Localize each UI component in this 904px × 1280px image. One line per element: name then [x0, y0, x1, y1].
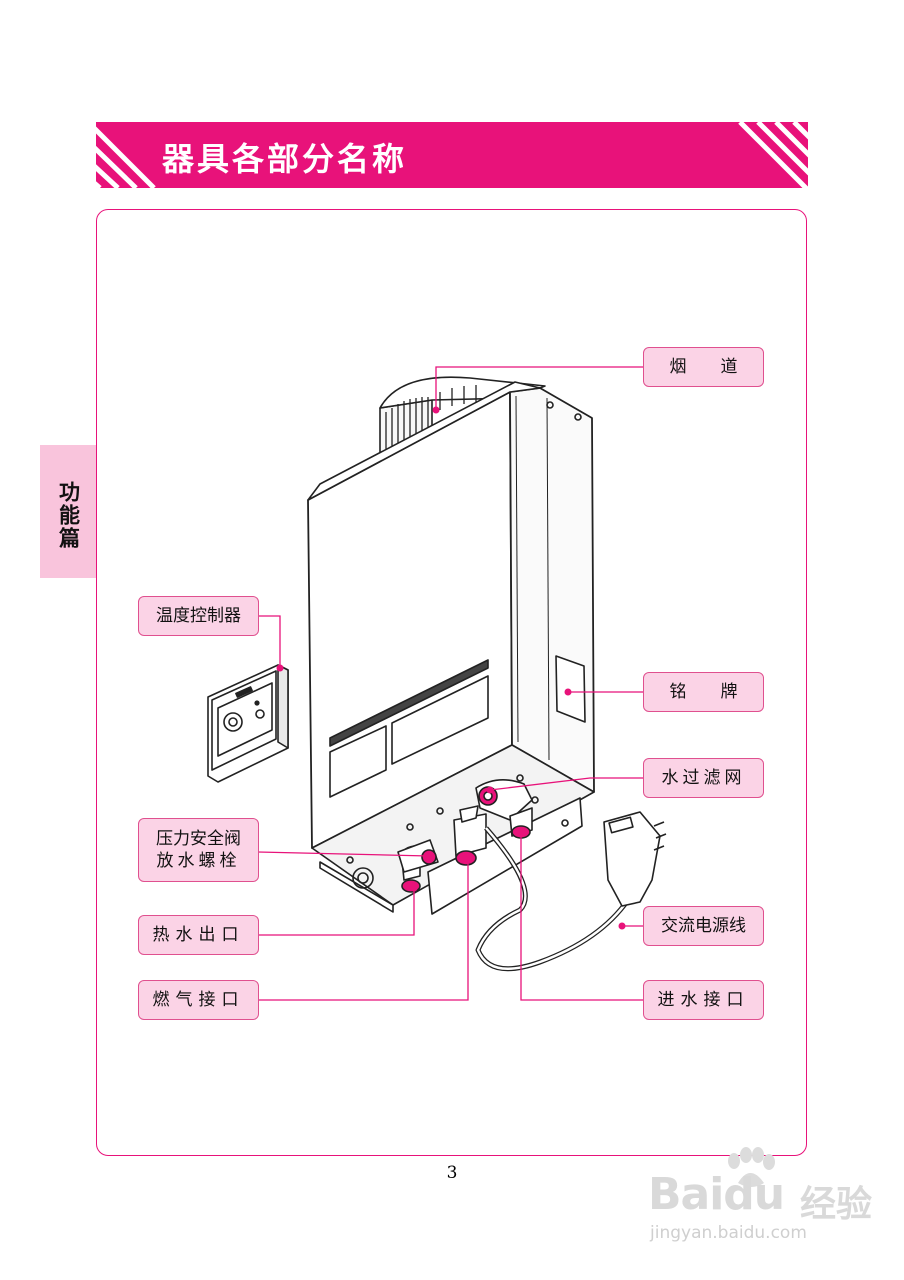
- label-water-inlet: 进水接口: [643, 980, 764, 1020]
- diagram-frame: [96, 209, 807, 1156]
- leader-hot-water: [258, 888, 415, 936]
- marker-gas-inlet: [464, 856, 472, 864]
- marker-flue: [432, 406, 440, 414]
- header-stripes-right: [738, 122, 808, 188]
- label-relief-valve-line1: 压力安全阀: [156, 829, 241, 849]
- marker-thermostat: [276, 664, 284, 672]
- section-header: 器具各部分名称: [96, 122, 808, 188]
- label-water-filter-text: 水过滤网: [661, 768, 746, 788]
- leader-water-filter: [489, 777, 643, 791]
- control-panel-strip: [329, 659, 489, 747]
- page-number: 3: [446, 1163, 458, 1183]
- paw-icon: [728, 1147, 775, 1187]
- label-power-cord: 交流电源线: [643, 906, 764, 946]
- page-title: 器具各部分名称: [162, 140, 408, 178]
- section-side-tab: 功能篇: [40, 445, 97, 578]
- label-flue-text: 烟 道: [669, 357, 738, 377]
- nameplate-plate: [555, 655, 586, 723]
- label-nameplate: 铭 牌: [643, 672, 764, 712]
- label-thermostat: 温度控制器: [138, 596, 259, 636]
- marker-relief-valve: [425, 852, 433, 860]
- watermark-brand: Baidu: [648, 1169, 785, 1220]
- label-flue: 烟 道: [643, 347, 764, 387]
- label-gas-inlet-text: 燃气接口: [152, 990, 245, 1010]
- label-nameplate-text: 铭 牌: [669, 682, 738, 702]
- leader-thermostat: [258, 615, 281, 670]
- label-water-inlet-text: 进水接口: [657, 990, 750, 1010]
- marker-water-inlet: [517, 830, 525, 838]
- header-stripes-left: [96, 126, 156, 188]
- leader-relief-valve: [257, 851, 430, 857]
- label-thermostat-text: 温度控制器: [156, 606, 241, 626]
- power-plug: [603, 811, 667, 907]
- label-water-filter: 水过滤网: [643, 758, 764, 798]
- baidu-watermark: Baidu 经验 jingyan.baidu.com: [642, 1145, 872, 1255]
- leader-water-inlet: [520, 834, 643, 1001]
- watermark-brand-2: 经验: [800, 1184, 873, 1225]
- marker-water-filter: [486, 786, 494, 794]
- marker-power-cord: [618, 922, 626, 930]
- label-relief-valve: 压力安全阀 放水螺栓: [138, 818, 259, 882]
- label-gas-inlet: 燃气接口: [138, 980, 259, 1020]
- label-relief-valve-line2: 放水螺栓: [156, 851, 241, 871]
- thermostat-device: [207, 664, 289, 783]
- label-hot-water-outlet: 热水出口: [138, 915, 259, 955]
- side-tab-label: 功能篇: [56, 480, 81, 550]
- leader-flue: [435, 366, 643, 410]
- marker-hot-water: [410, 884, 418, 892]
- gas-inlet-pipe: [453, 805, 487, 866]
- leader-gas-inlet: [258, 860, 469, 1001]
- heater-side-panel: [509, 387, 595, 793]
- label-power-cord-text: 交流电源线: [661, 916, 746, 936]
- watermark-url: jingyan.baidu.com: [650, 1223, 807, 1243]
- marker-nameplate: [564, 688, 572, 696]
- label-hot-water-outlet-text: 热水出口: [152, 925, 245, 945]
